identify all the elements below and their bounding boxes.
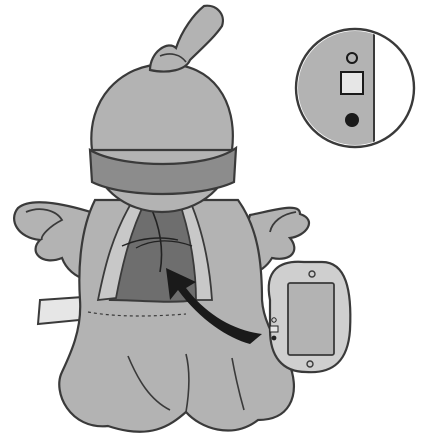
hat xyxy=(90,6,236,194)
switch-detail xyxy=(296,29,414,150)
battery-compartment-icon xyxy=(269,262,351,372)
